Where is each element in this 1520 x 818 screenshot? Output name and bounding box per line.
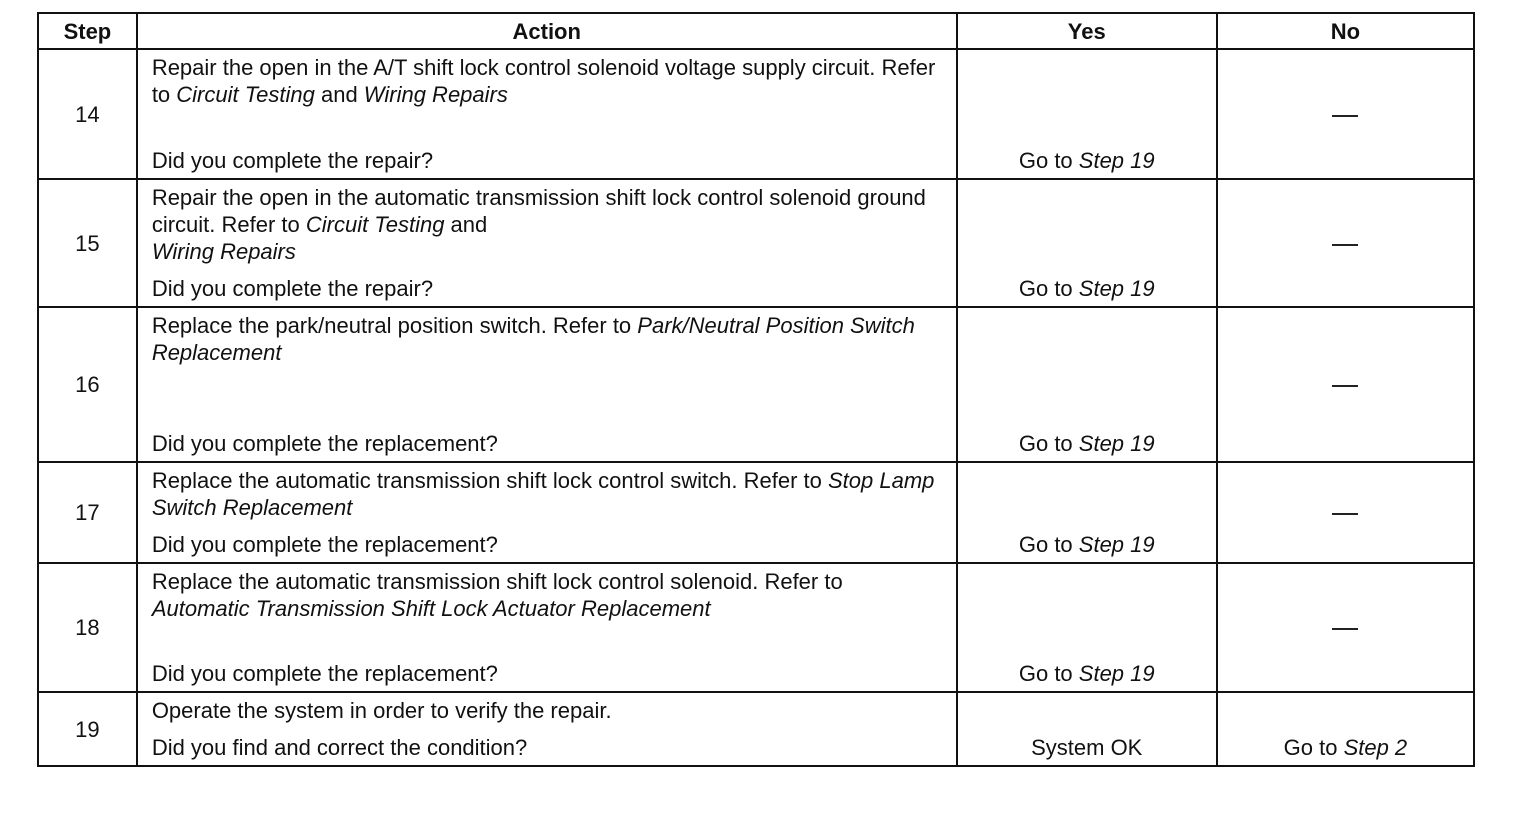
action-cell: Replace the automatic transmission shift… [135, 461, 958, 564]
header-action: Action [135, 12, 958, 50]
yes-result: Go to Step 19 [955, 562, 1218, 693]
action-cell: Repair the open in the A/T shift lock co… [135, 48, 958, 180]
yes-result: Go to Step 19 [955, 306, 1218, 463]
step-number: 17 [37, 461, 138, 564]
step-number: 16 [37, 306, 138, 463]
action-question: Did you find and correct the condition? [151, 735, 528, 760]
em-dash-mark [1332, 628, 1359, 631]
action-cell: Replace the park/neutral position switch… [135, 306, 958, 463]
action-question: Did you complete the replacement? [151, 661, 498, 686]
header-row: Step Action Yes No [37, 12, 1476, 50]
yes-result: Go to Step 19 [955, 48, 1218, 180]
no-result-empty [1215, 461, 1476, 564]
header-yes: Yes [955, 12, 1218, 50]
yes-result: System OK [955, 691, 1218, 767]
em-dash-mark [1332, 385, 1359, 388]
action-text: Replace the automatic transmission shift… [151, 569, 843, 621]
action-cell: Operate the system in order to verify th… [135, 691, 958, 767]
header-no: No [1215, 12, 1476, 50]
step-number: 18 [37, 562, 138, 693]
action-text: Operate the system in order to verify th… [151, 698, 612, 723]
action-text: Replace the park/neutral position switch… [151, 313, 915, 365]
no-result: Go to Step 2 [1215, 691, 1476, 767]
em-dash-mark [1332, 114, 1359, 117]
em-dash-mark [1332, 243, 1359, 246]
no-result-empty [1215, 48, 1476, 180]
action-text: Repair the open in the A/T shift lock co… [151, 55, 936, 107]
yes-result: Go to Step 19 [955, 178, 1218, 308]
step-number: 15 [37, 178, 138, 308]
step-number: 19 [37, 691, 138, 767]
action-question: Did you complete the repair? [151, 276, 434, 301]
em-dash-mark [1332, 513, 1359, 516]
no-result-empty [1215, 178, 1476, 308]
action-text: Replace the automatic transmission shift… [151, 468, 935, 520]
action-text: Repair the open in the automatic transmi… [151, 185, 926, 264]
yes-result: Go to Step 19 [955, 461, 1218, 564]
action-question: Did you complete the repair? [151, 148, 434, 173]
action-question: Did you complete the replacement? [151, 431, 498, 456]
action-cell: Repair the open in the automatic transmi… [135, 178, 958, 308]
table-row: 19 Operate the system in order to verify … [37, 691, 1476, 767]
action-question: Did you complete the replacement? [151, 532, 498, 557]
no-result-empty [1215, 306, 1476, 463]
action-cell: Replace the automatic transmission shift… [135, 562, 958, 693]
header-step: Step [37, 12, 138, 50]
no-result-empty [1215, 562, 1476, 693]
step-number: 14 [37, 48, 138, 180]
